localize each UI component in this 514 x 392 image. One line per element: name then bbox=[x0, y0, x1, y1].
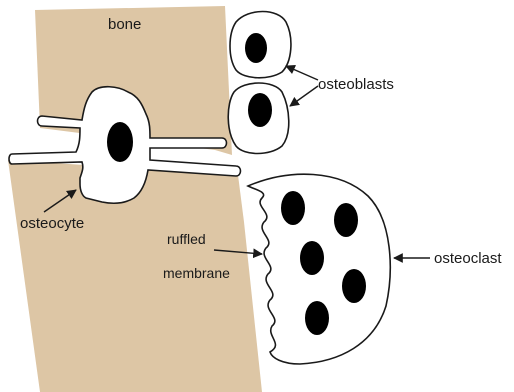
label-osteoblasts: osteoblasts bbox=[318, 76, 394, 93]
osteoclast-nucleus-1 bbox=[281, 191, 305, 225]
osteocyte-nucleus bbox=[107, 122, 133, 162]
arrow-to-osteoblast-bottom bbox=[290, 86, 318, 106]
label-osteocyte: osteocyte bbox=[20, 215, 84, 232]
osteoclast-nucleus-5 bbox=[305, 301, 329, 335]
arrow-to-osteoblast-top bbox=[286, 66, 318, 80]
bone-matrix bbox=[8, 6, 262, 392]
osteoblast-cell-bottom bbox=[228, 83, 289, 154]
osteoclast-cell bbox=[248, 174, 390, 364]
osteoblast-top-nucleus bbox=[245, 33, 267, 63]
osteoclast-nucleus-3 bbox=[300, 241, 324, 275]
label-osteoclast: osteoclast bbox=[434, 250, 502, 267]
label-bone: bone bbox=[108, 16, 141, 33]
label-membrane: membrane bbox=[163, 265, 230, 281]
label-ruffled: ruffled bbox=[167, 231, 206, 247]
osteoblast-bottom-nucleus bbox=[248, 93, 272, 127]
osteoclast-nucleus-4 bbox=[342, 269, 366, 303]
osteoclast-nucleus-2 bbox=[334, 203, 358, 237]
osteoblast-cell-top bbox=[230, 12, 291, 78]
